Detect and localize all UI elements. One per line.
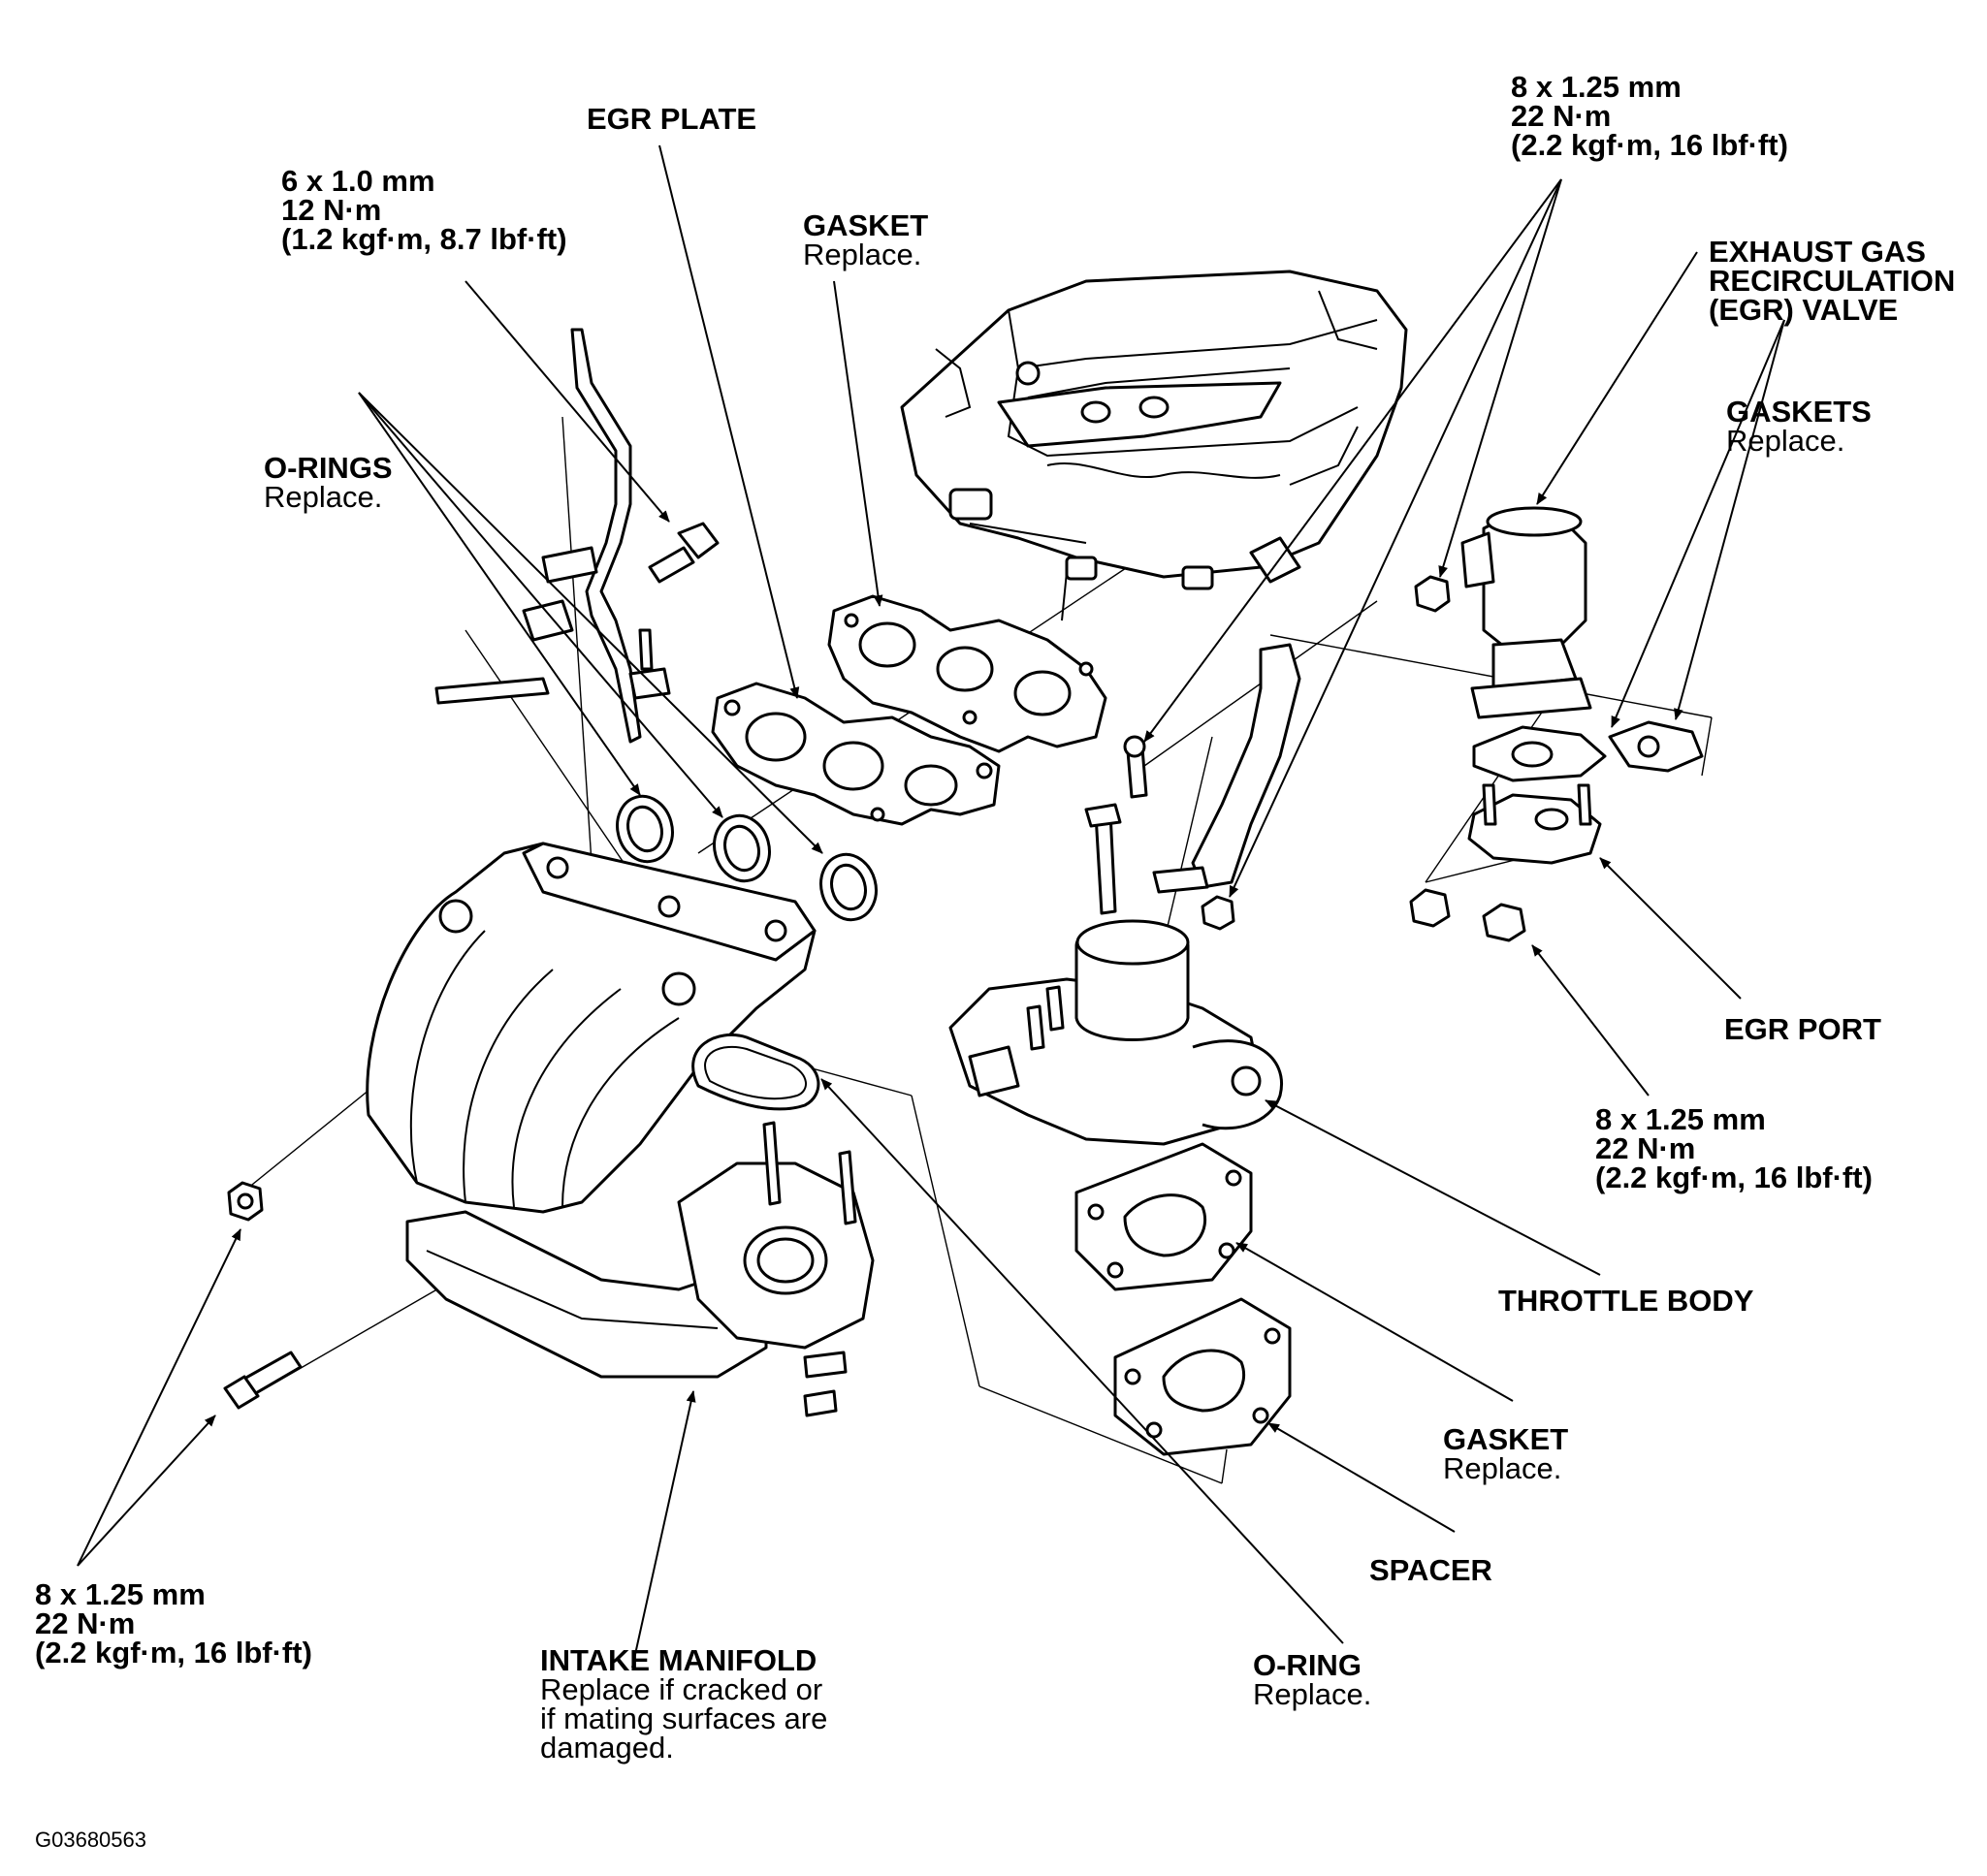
egr-nut-top xyxy=(1414,575,1451,613)
throttle-body-title: THROTTLE BODY xyxy=(1498,1284,1754,1318)
bolt-8x125-top-torque-alt: (2.2 kgf·m, 16 lbf·ft) xyxy=(1511,128,1788,162)
cylinder-head xyxy=(900,270,1408,621)
egr-valve-line3: (EGR) VALVE xyxy=(1709,293,1899,327)
bolt-8x125-left-torque-alt: (2.2 kgf·m, 16 lbf·ft) xyxy=(35,1636,312,1669)
bolt-small xyxy=(628,628,671,700)
egr-valve-line1: EXHAUST GAS xyxy=(1709,235,1926,269)
intake-manifold-part xyxy=(366,842,875,1417)
egr-gaskets-part xyxy=(1472,720,1704,782)
egr-valve-label: EXHAUST GAS RECIRCULATION (EGR) VALVE xyxy=(1709,235,1956,327)
intake-manifold-note1: Replace if cracked or xyxy=(540,1672,823,1706)
o-ring-label: O-RING Replace. xyxy=(1253,1648,1372,1711)
egr-plate-part xyxy=(711,682,1001,826)
intake-manifold-title: INTAKE MANIFOLD xyxy=(540,1643,817,1677)
egr-plate-title: EGR PLATE xyxy=(587,102,757,136)
gasket-bottom-part xyxy=(1074,1142,1253,1291)
bolt-8x125-right-label: 8 x 1.25 mm 22 N·m (2.2 kgf·m, 16 lbf·ft… xyxy=(1595,1102,1873,1194)
spacer-title: SPACER xyxy=(1369,1553,1492,1587)
bolt-6x1 xyxy=(648,522,720,584)
egr-plate-label: EGR PLATE xyxy=(587,102,757,136)
bolt-8x125-left-size: 8 x 1.25 mm xyxy=(35,1577,206,1611)
o-rings-label: O-RINGS Replace. xyxy=(264,451,393,514)
gasket-top-title: GASKET xyxy=(803,208,929,242)
bolt-8x125-right-torque-alt: (2.2 kgf·m, 16 lbf·ft) xyxy=(1595,1161,1873,1194)
intake-manifold-note3: damaged. xyxy=(540,1731,674,1765)
o-rings-title: O-RINGS xyxy=(264,451,393,485)
egr-port-nuts xyxy=(1409,888,1526,942)
manifold-bolt xyxy=(223,1351,303,1410)
figure-code: G03680563 xyxy=(35,1828,146,1852)
o-ring-note: Replace. xyxy=(1253,1677,1372,1711)
bolt-8x125-left-label: 8 x 1.25 mm 22 N·m (2.2 kgf·m, 16 lbf·ft… xyxy=(35,1577,312,1669)
gasket-bottom-label: GASKET Replace. xyxy=(1443,1422,1569,1485)
spacer-label: SPACER xyxy=(1369,1553,1492,1587)
bolt-8x125-right-size: 8 x 1.25 mm xyxy=(1595,1102,1766,1136)
throttle-body-label: THROTTLE BODY xyxy=(1498,1284,1754,1318)
leader-lines xyxy=(77,144,1785,1669)
bolt-6x1-torque-alt: (1.2 kgf·m, 8.7 lbf·ft) xyxy=(281,222,567,256)
gasket-top-label: GASKET Replace. xyxy=(803,208,929,271)
intake-manifold-note2: if mating surfaces are xyxy=(540,1701,828,1735)
bolt-8x125-top-label: 8 x 1.25 mm 22 N·m (2.2 kgf·m, 16 lbf·ft… xyxy=(1511,70,1788,162)
spacer-part xyxy=(1113,1297,1292,1456)
o-ring-part xyxy=(691,1033,820,1111)
intake-manifold-label: INTAKE MANIFOLD Replace if cracked or if… xyxy=(540,1643,828,1765)
gaskets-right-title: GASKETS xyxy=(1726,395,1872,429)
bolt-8x125-top-size: 8 x 1.25 mm xyxy=(1511,70,1682,104)
bolt-8x125-left-torque-nm: 22 N·m xyxy=(35,1606,136,1640)
o-rings-part xyxy=(616,794,878,922)
egr-valve-part xyxy=(1460,506,1592,719)
o-ring-title: O-RING xyxy=(1253,1648,1362,1682)
throttle-body-bolts xyxy=(1084,735,1148,915)
bolt-6x1-size: 6 x 1.0 mm xyxy=(281,164,435,198)
bolt-6x1-label: 6 x 1.0 mm 12 N·m (1.2 kgf·m, 8.7 lbf·ft… xyxy=(281,164,567,256)
gaskets-right-label: GASKETS Replace. xyxy=(1726,397,1872,456)
gaskets-right-note: Replace. xyxy=(1726,424,1845,458)
gasket-bottom-title: GASKET xyxy=(1443,1422,1569,1456)
o-rings-note: Replace. xyxy=(264,480,383,514)
egr-port-label: EGR PORT xyxy=(1724,1012,1881,1046)
throttle-body-part xyxy=(948,919,1283,1146)
gasket-top-note: Replace. xyxy=(803,238,922,271)
egr-valve-line2: RECIRCULATION xyxy=(1709,264,1956,298)
throttle-bracket xyxy=(1152,643,1301,894)
manifold-nut xyxy=(227,1181,264,1222)
gasket-bottom-note: Replace. xyxy=(1443,1451,1562,1485)
gasket-top-part xyxy=(827,594,1107,753)
bolt-6x1-torque-nm: 12 N·m xyxy=(281,193,382,227)
egr-pipe xyxy=(434,328,642,744)
egr-port-part xyxy=(1467,783,1602,865)
throttle-nut xyxy=(1201,895,1235,931)
bolt-8x125-right-torque-nm: 22 N·m xyxy=(1595,1131,1696,1165)
egr-port-title: EGR PORT xyxy=(1724,1012,1881,1046)
bolt-8x125-top-torque-nm: 22 N·m xyxy=(1511,99,1612,133)
